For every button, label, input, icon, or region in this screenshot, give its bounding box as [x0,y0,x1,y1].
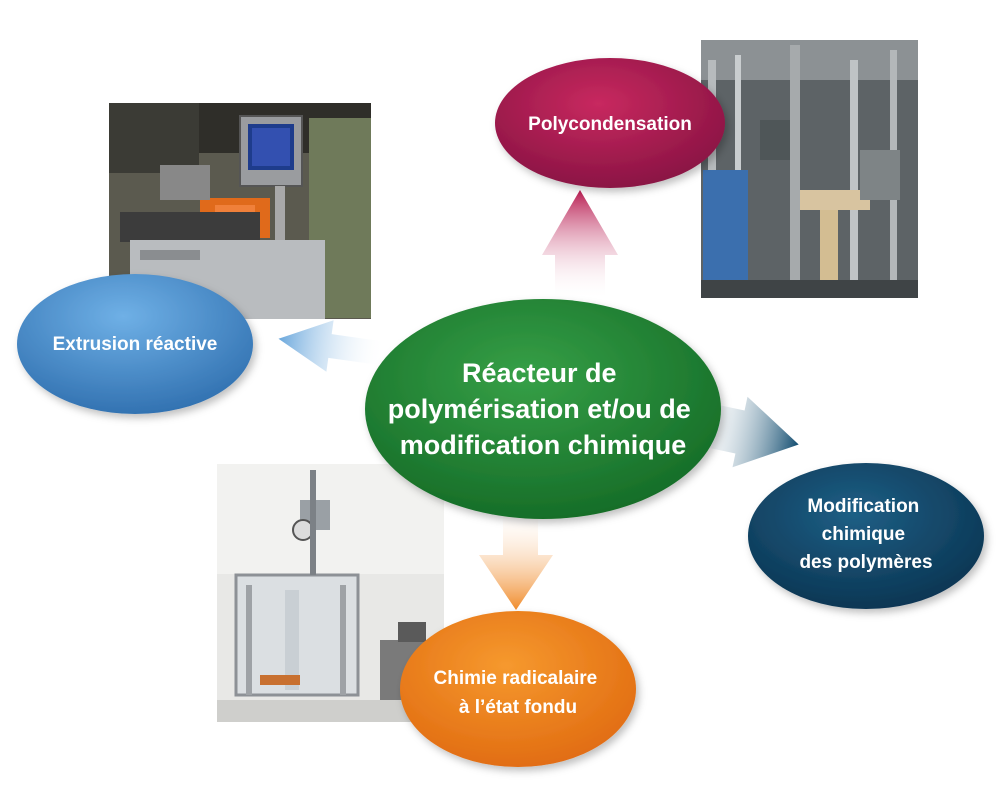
reactor-piping-photo [701,40,918,298]
arrow-to-radicalaire [479,505,553,610]
node-modification [748,463,984,609]
node-polycondensation [495,58,725,188]
node-extrusion [17,274,253,414]
center-node-label: Réacteur de polymérisation et/ou de modi… [388,358,699,460]
node-polycondensation-label: Polycondensation [528,114,692,135]
node-extrusion-label: Extrusion réactive [53,334,218,355]
extruder-machine-photo [109,103,371,319]
node-radicalaire-label: Chimie radicalaire à l’état fondu [434,668,603,718]
node-modification-label: Modification chimique des polymères [799,496,932,573]
center-node [365,299,721,519]
arrow-to-polycondensation [542,190,618,300]
arrow-to-extrusion [278,320,387,372]
node-radicalaire [400,611,636,767]
